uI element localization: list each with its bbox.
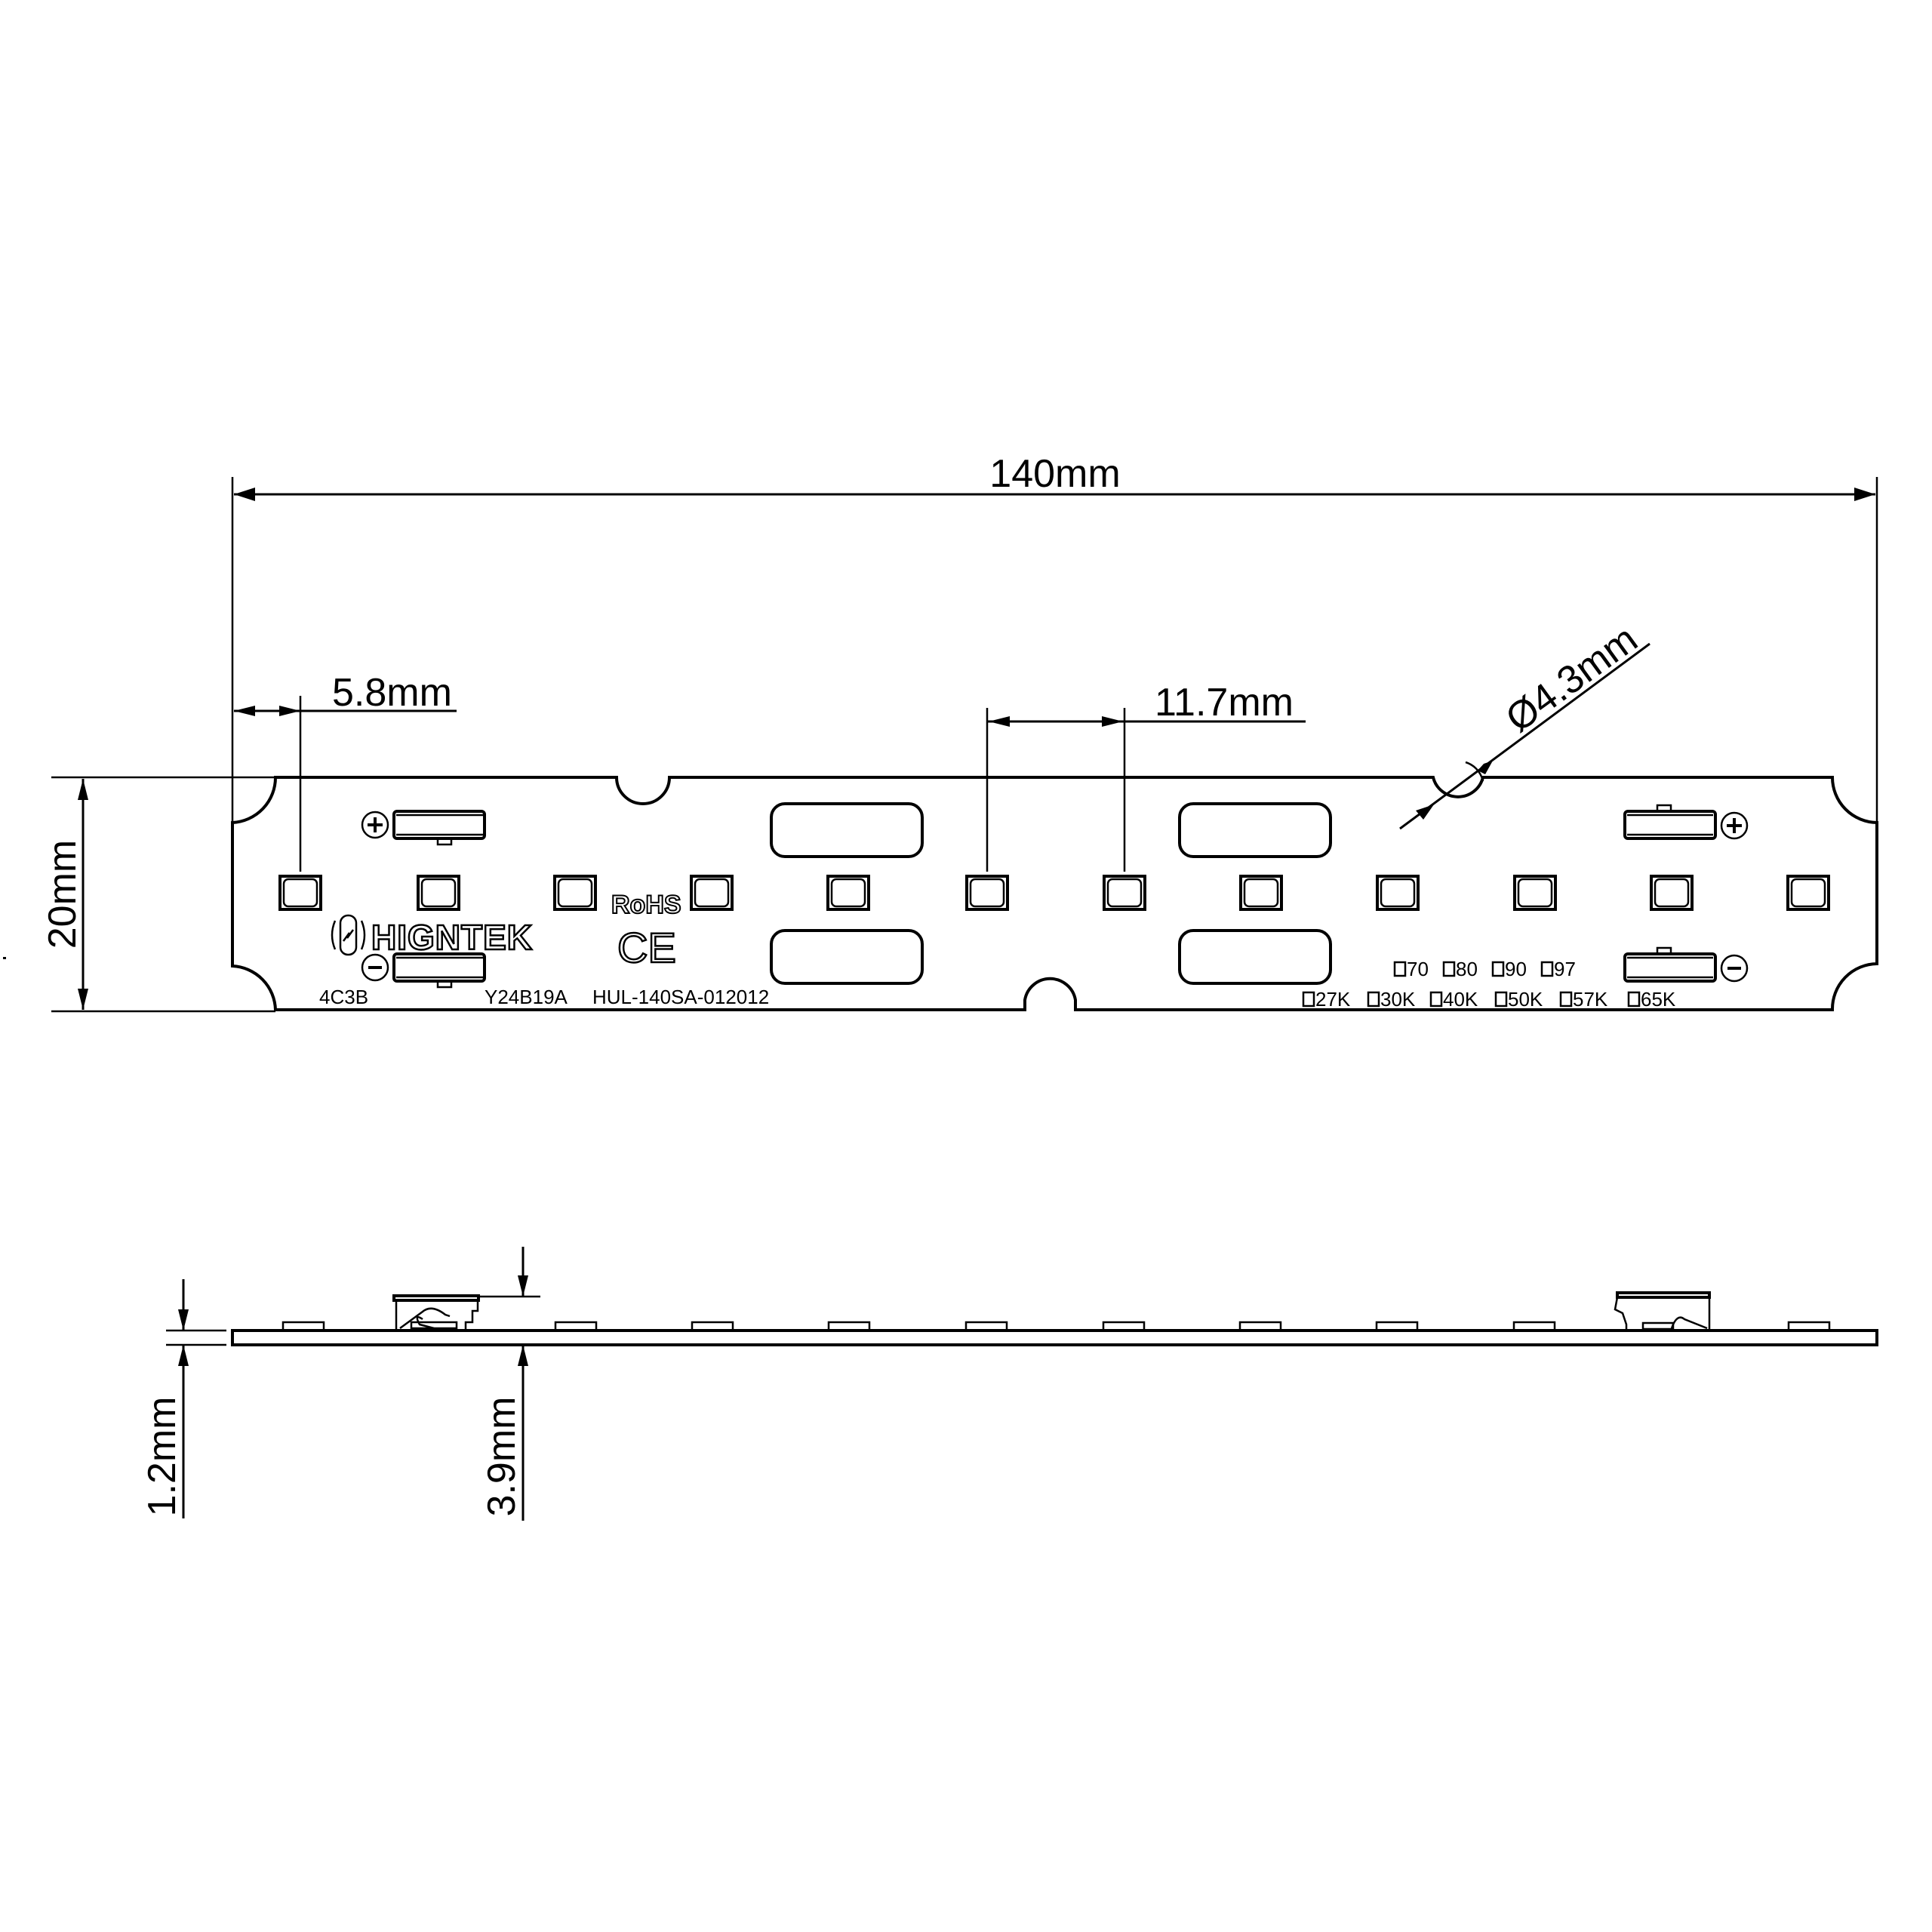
dimension-hole-diameter: Ø4.3mm <box>1399 617 1651 830</box>
led-row <box>278 875 1830 911</box>
window-top-right <box>1178 802 1332 858</box>
cct-option: 57K <box>1573 988 1608 1011</box>
side-led <box>281 1321 325 1332</box>
dimension-label-width: 20mm <box>41 840 85 949</box>
led <box>553 875 597 911</box>
board-outline <box>231 776 1878 1011</box>
stray-mark <box>3 957 6 959</box>
dimension-led-pitch: 11.7mm <box>986 681 1306 872</box>
led <box>1786 875 1830 911</box>
side-led <box>827 1321 871 1332</box>
cri-option: 97 <box>1554 958 1576 980</box>
cct-option: 27K <box>1315 988 1351 1011</box>
plus-circle-icon <box>361 811 389 839</box>
side-connector-left <box>392 1294 480 1331</box>
dimension-total-height: 3.9mm <box>478 1247 540 1521</box>
ce-mark: CE <box>617 924 676 971</box>
side-led <box>964 1321 1008 1332</box>
checkbox-icon <box>1559 991 1573 1008</box>
side-led <box>1102 1321 1146 1332</box>
cri-option: 90 <box>1505 958 1527 980</box>
connector-left-positive <box>361 810 486 846</box>
checkbox-icon <box>1367 991 1380 1008</box>
logo-emblem-icon <box>339 914 358 956</box>
cct-option: 40K <box>1443 988 1478 1011</box>
side-led <box>1238 1321 1282 1332</box>
window-bottom-right <box>1178 929 1332 985</box>
top-view: 140mm 5.8mm 11.7mm 20mm <box>3 452 1878 1013</box>
checkbox-icon <box>1429 991 1443 1008</box>
brand-logo: HIGNTEK <box>331 914 533 958</box>
led <box>965 875 1009 911</box>
connector-right-negative <box>1623 946 1749 983</box>
rohs-mark: RoHS <box>611 891 681 919</box>
led <box>417 875 460 911</box>
side-led <box>1375 1321 1419 1332</box>
side-led-row <box>281 1321 1831 1332</box>
lot-code: 4C3B <box>319 986 368 1008</box>
led <box>1239 875 1283 911</box>
dimension-edge-to-led: 5.8mm <box>234 671 457 872</box>
led <box>1103 875 1146 911</box>
part-number: HUL-140SA-012012 <box>592 986 769 1008</box>
cct-option: 65K <box>1641 988 1676 1011</box>
checkbox-icon <box>1442 961 1456 977</box>
cct-option: 30K <box>1380 988 1416 1011</box>
side-connector-right <box>1614 1291 1711 1331</box>
dimension-board-thickness: 1.2mm <box>140 1279 226 1518</box>
led <box>1650 875 1694 911</box>
cct-options: 27K 30K 40K 50K 57K 65K <box>1302 988 1676 1011</box>
checkbox-icon <box>1393 961 1407 977</box>
minus-circle-icon <box>1720 954 1749 983</box>
dimension-label-hole: Ø4.3mm <box>1498 617 1645 741</box>
window-bottom-left <box>770 929 924 985</box>
cct-option: 50K <box>1508 988 1543 1011</box>
led <box>690 875 734 911</box>
checkbox-icon <box>1540 961 1554 977</box>
checkbox-icon <box>1302 991 1315 1008</box>
side-board <box>231 1329 1878 1346</box>
side-led <box>1787 1321 1831 1332</box>
led <box>278 875 322 911</box>
side-led <box>554 1321 598 1332</box>
window-top-left <box>770 802 924 858</box>
dimension-label-length: 140mm <box>989 452 1120 496</box>
connector-left-negative <box>361 952 486 989</box>
side-led <box>691 1321 734 1332</box>
dimension-label-led-pitch: 11.7mm <box>1155 681 1294 724</box>
cri-option: 80 <box>1456 958 1478 980</box>
side-view: 1.2mm 3.9mm <box>140 1247 1878 1521</box>
dimension-label-edge-to-led: 5.8mm <box>332 671 452 715</box>
dimension-board-width: 20mm <box>41 776 275 1013</box>
dimension-overall-length: 140mm <box>231 452 1878 829</box>
batch-code: Y24B19A <box>485 986 568 1008</box>
windows <box>770 802 1332 985</box>
checkbox-icon <box>1627 991 1641 1008</box>
brand-logo-text: HIGNTEK <box>371 918 533 957</box>
led <box>1376 875 1420 911</box>
cri-options: 70 80 90 97 <box>1393 958 1576 980</box>
cri-option: 70 <box>1407 958 1429 980</box>
plus-circle-icon <box>1720 811 1749 840</box>
checkbox-icon <box>1491 961 1505 977</box>
connector-right-positive <box>1623 804 1749 840</box>
side-led <box>1512 1321 1556 1332</box>
led <box>1513 875 1557 911</box>
checkbox-icon <box>1494 991 1508 1008</box>
dimension-label-total-height: 3.9mm <box>480 1397 524 1517</box>
minus-circle-icon <box>361 953 389 982</box>
dimension-label-thickness: 1.2mm <box>140 1397 184 1517</box>
led <box>826 875 870 911</box>
